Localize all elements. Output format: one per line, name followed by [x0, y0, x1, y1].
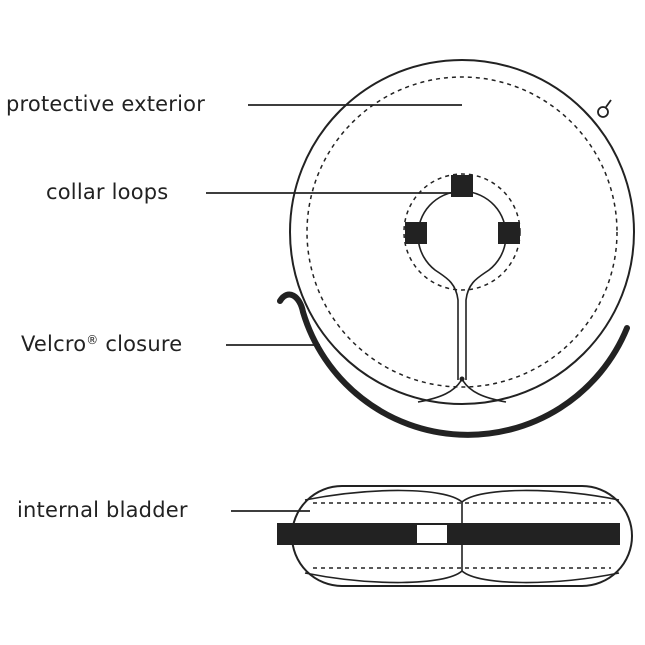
bladder-right-lobe: [461, 489, 620, 584]
internal-strap: [277, 523, 620, 545]
collar-loop-right: [498, 222, 520, 244]
leader-lines: [206, 104, 462, 512]
velcro-label-suffix: closure: [98, 332, 183, 356]
velcro-closure-band: [277, 291, 630, 438]
closure-notch: [417, 377, 507, 403]
collar-loop-left: [405, 222, 427, 244]
collar-top-view: [277, 59, 635, 438]
label-collar-loops: collar loops: [46, 180, 169, 204]
notch-dot: [459, 376, 465, 382]
collar-loops: [405, 175, 520, 244]
label-internal-bladder: internal bladder: [17, 498, 188, 522]
neck-opening-slit: [417, 190, 507, 380]
label-protective-exterior: protective exterior: [6, 92, 206, 116]
exterior-seam-dashed: [306, 76, 618, 388]
registered-mark: ®: [86, 333, 99, 347]
label-velcro-closure: Velcro® closure: [21, 332, 182, 356]
velcro-label-prefix: Velcro: [21, 332, 87, 356]
toggle-tab-stem: [605, 99, 612, 108]
protective-exterior-outline: [289, 59, 635, 405]
collar-side-view: [277, 485, 633, 587]
collar-loop-top: [451, 175, 473, 197]
strap-buckle-window: [417, 525, 447, 543]
toggle-tab-ring: [597, 106, 609, 118]
